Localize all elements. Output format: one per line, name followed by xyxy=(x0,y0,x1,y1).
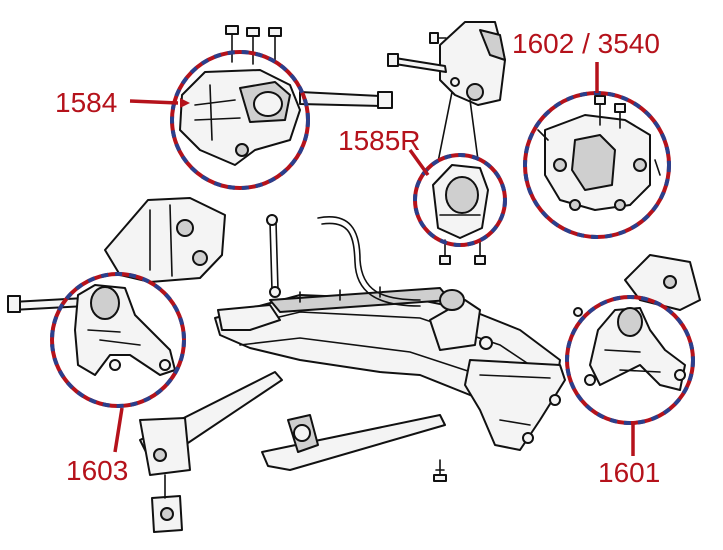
callout-1602-3540: 1602 / 3540 xyxy=(512,28,660,59)
callout-1584: 1584 xyxy=(55,87,117,118)
mount-1602-3540 xyxy=(523,91,671,239)
mount-1601 xyxy=(565,295,695,425)
ring-1601-blue xyxy=(565,295,695,425)
ring-1585r-blue xyxy=(413,153,507,247)
mount-1584 xyxy=(170,25,393,190)
callout-1585r: 1585R xyxy=(338,125,421,156)
ring-1584-blue xyxy=(170,50,310,190)
leader-lines xyxy=(113,62,635,456)
bolts-1584 xyxy=(225,25,393,109)
mount-1585r xyxy=(387,21,507,265)
leader-1585r xyxy=(408,148,430,177)
right-side-bracket xyxy=(624,254,701,311)
leader-1603 xyxy=(113,407,124,453)
bracket-1585r xyxy=(387,21,506,265)
ring-1603-blue xyxy=(50,272,186,408)
front-subframe-assembly xyxy=(214,214,566,482)
callout-labels: 1584 1585R 1602 / 3540 1603 1601 xyxy=(55,28,660,488)
left-torque-arm xyxy=(104,197,283,533)
callout-1603: 1603 xyxy=(66,455,128,486)
lower-strut-bracket xyxy=(261,414,446,471)
mount-1603 xyxy=(7,272,186,408)
callout-1601: 1601 xyxy=(598,457,660,488)
leader-1584 xyxy=(129,99,179,105)
